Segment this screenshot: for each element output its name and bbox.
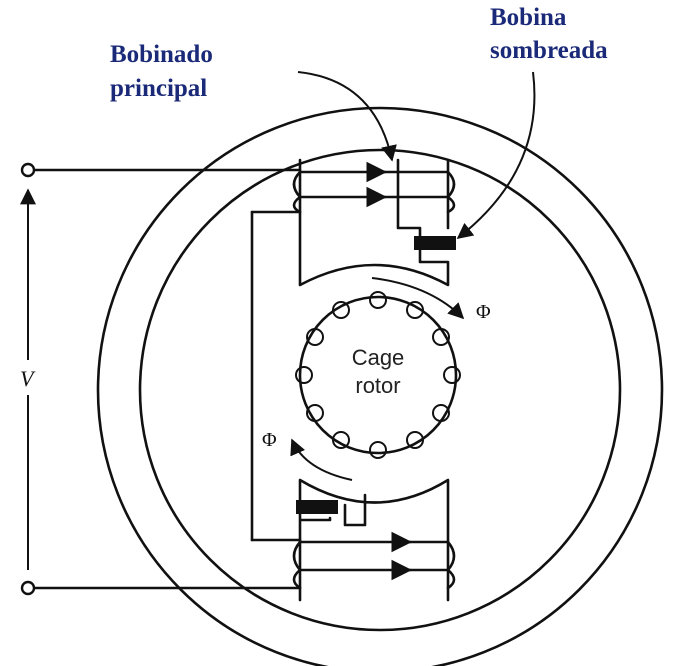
upper-pole — [298, 158, 450, 287]
rotor-bar — [332, 431, 350, 449]
main-winding-pointer — [297, 71, 397, 162]
rotor-bar — [432, 404, 450, 422]
flux-symbol-lower: Φ — [262, 429, 277, 451]
rotor-bar — [332, 301, 350, 319]
upper-coil-end-left — [292, 170, 302, 214]
upper-coil-end-right — [446, 170, 456, 214]
rotor-bars — [295, 291, 461, 459]
shading-coil-pointer — [456, 71, 536, 239]
shading-coil-lower — [296, 500, 338, 514]
rotor-bar — [306, 328, 324, 346]
stator-outer-ring — [96, 106, 664, 666]
rotor-bar — [306, 404, 324, 422]
voltage-label: V — [20, 366, 36, 391]
rotor-bar — [406, 301, 424, 319]
flux-arrow-lower — [290, 438, 353, 481]
lower-pole — [298, 478, 450, 602]
main-winding-label-line1: Bobinado — [110, 41, 213, 68]
rotor-bar — [369, 441, 387, 459]
flux-arrow-upper — [371, 277, 465, 320]
stator-inner-ring — [138, 148, 622, 632]
lower-coil-end-left — [292, 540, 302, 590]
shading-coil-upper — [414, 236, 456, 250]
rotor-bar — [432, 328, 450, 346]
lower-coil-end-right — [446, 540, 456, 590]
rotor-bar — [369, 291, 387, 309]
terminal-bottom — [20, 580, 36, 596]
rotor-bar — [295, 366, 313, 384]
main-winding-label-line2: principal — [110, 75, 207, 102]
rotor-label-line1: Cage — [352, 345, 405, 370]
rotor-label-line2: rotor — [355, 373, 400, 398]
shading-coil-label-line1: Bobina — [490, 4, 567, 31]
cage-rotor — [298, 295, 458, 455]
rotor-bar — [443, 366, 461, 384]
flux-symbol-upper: Φ — [476, 301, 491, 323]
terminal-top — [20, 162, 36, 178]
shading-coil-label-line2: sombreada — [490, 37, 608, 64]
rotor-bar — [406, 431, 424, 449]
